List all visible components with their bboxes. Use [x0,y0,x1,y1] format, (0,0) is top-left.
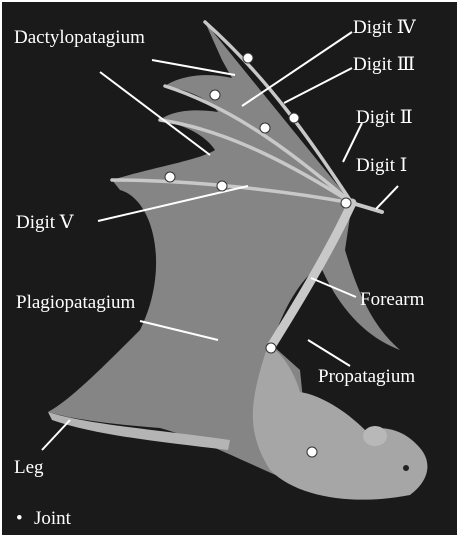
label-forearm: Forearm [360,289,425,310]
bat-eye [403,465,409,471]
label-plagiopatagium: Plagiopatagium [16,292,135,313]
label-dactylopatagium: Dactylopatagium [14,27,145,48]
label-digit-ii: Digit Ⅱ [356,107,413,128]
joint-marker [260,123,270,133]
label-digit-v: Digit Ⅴ [16,212,74,233]
joint-marker [266,343,276,353]
joint-marker [289,113,299,123]
label-digit-iv: Digit Ⅳ [353,17,417,38]
joint-marker [243,53,253,63]
joint-marker [165,172,175,182]
joint-marker [341,198,351,208]
bat-ear [363,426,387,446]
joint-marker [307,447,317,457]
label-propatagium: Propatagium [318,366,415,387]
joint-marker [217,181,227,191]
legend-joint-label: Joint [34,508,72,529]
label-digit-i: Digit Ⅰ [356,155,407,176]
joint-marker [210,90,220,100]
legend-joint-marker: • [16,508,23,529]
label-digit-iii: Digit Ⅲ [353,54,415,75]
label-leg: Leg [14,457,44,478]
